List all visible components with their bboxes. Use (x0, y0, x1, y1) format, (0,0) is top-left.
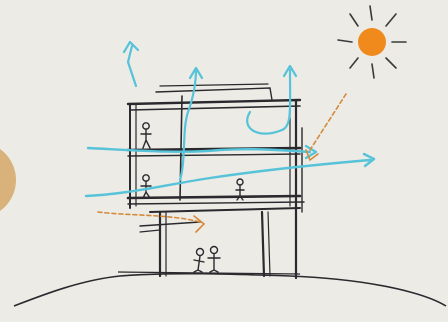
people-group-ground (194, 247, 220, 273)
ground-line (14, 274, 446, 306)
stack-exhaust-roof (124, 42, 296, 180)
side-badge (0, 142, 16, 218)
building-section (128, 84, 304, 278)
solar-arrows (98, 94, 346, 232)
person-upper-floor (141, 123, 151, 148)
sun-icon (338, 6, 406, 78)
person-middle-floor (141, 175, 151, 198)
